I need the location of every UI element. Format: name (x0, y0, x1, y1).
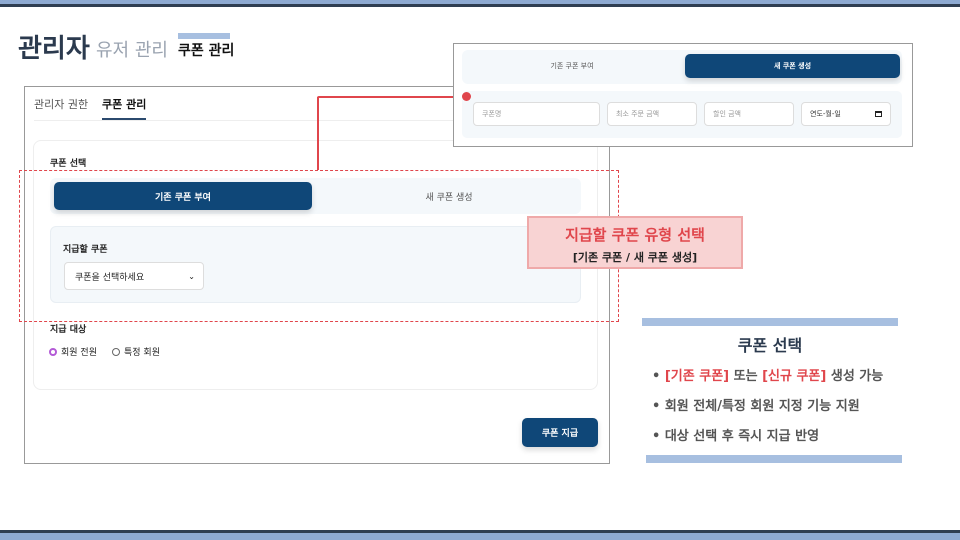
connector-line (317, 96, 467, 98)
connector-line (317, 97, 319, 170)
existing-coupon-button[interactable]: 기존 쿠폰 부여 (54, 182, 312, 210)
radio-unchecked-icon (112, 347, 120, 356)
tab-admin-permissions[interactable]: 관리자 권한 (34, 98, 89, 111)
coupon-label: 지급할 쿠폰 (63, 245, 108, 255)
summary-bullet-1: • [기존 쿠폰] 또는 [신규 쿠폰] 생성 가능 (652, 369, 884, 384)
highlight-bar (178, 33, 230, 39)
callout-sub: [기존 쿠폰 / 새 쿠폰 생성] (572, 251, 698, 264)
bullet-text: 회원 전체/특정 회원 지정 기능 지원 (664, 399, 860, 414)
coupon-select-value: 쿠폰을 선택하세요 (75, 272, 145, 283)
nav-coupon-management[interactable]: 쿠폰 관리 (178, 43, 235, 59)
summary-bullet-2: • 회원 전체/특정 회원 지정 기능 지원 (652, 399, 860, 414)
connector-dot (462, 92, 471, 101)
nav-user-management[interactable]: 유저 관리 (96, 40, 168, 61)
discount-input[interactable]: 할인 금액 (704, 102, 794, 126)
bullet-highlight: [신규 쿠폰] (762, 369, 827, 384)
calendar-icon (875, 111, 882, 117)
new-coupon-button[interactable]: 새 쿠폰 생성 (425, 192, 473, 203)
chevron-down-icon: ⌄ (188, 271, 195, 281)
issue-coupon-button[interactable]: 쿠폰 지급 (522, 418, 598, 447)
summary-bottom-bar (646, 455, 902, 463)
radio-checked-icon (49, 347, 57, 356)
summary-top-bar (642, 318, 898, 326)
coupon-name-input[interactable]: 쿠폰명 (473, 102, 600, 126)
coupon-select[interactable]: 쿠폰을 선택하세요 ⌄ (64, 262, 204, 290)
date-placeholder: 연도-월-일 (810, 110, 841, 118)
callout-box: 지급할 쿠폰 유형 선택 [기존 쿠폰 / 새 쿠폰 생성] (527, 216, 743, 269)
radio-all-label: 회원 전원 (61, 348, 97, 358)
bullet-text: 대상 선택 후 즉시 지급 반영 (664, 429, 820, 444)
bullet-text: 또는 (729, 369, 763, 384)
top-bar (0, 0, 960, 7)
tab-coupon-management[interactable]: 쿠폰 관리 (102, 96, 147, 120)
popup-new-button[interactable]: 새 쿠폰 생성 (685, 54, 900, 78)
bullet-text: 생성 가능 (826, 369, 884, 384)
popup-existing-button[interactable]: 기존 쿠폰 부여 (550, 62, 594, 70)
bullet-highlight: [기존 쿠폰] (664, 369, 730, 384)
callout-title: 지급할 쿠폰 유형 선택 (565, 226, 705, 244)
radio-specific[interactable]: 특정 회원 (112, 345, 160, 358)
page-title: 관리자 (18, 34, 90, 64)
summary-bullet-3: • 대상 선택 후 즉시 지급 반영 (652, 429, 820, 444)
date-input[interactable]: 연도-월-일 (801, 102, 891, 126)
bottom-bar (0, 530, 960, 540)
summary-title: 쿠폰 선택 (737, 336, 803, 355)
target-label: 지급 대상 (50, 325, 87, 335)
min-order-input[interactable]: 최소 주문 금액 (607, 102, 697, 126)
radio-specific-label: 특정 회원 (124, 348, 160, 358)
section-label: 쿠폰 선택 (50, 159, 87, 169)
radio-all[interactable]: 회원 전원 (49, 345, 97, 358)
